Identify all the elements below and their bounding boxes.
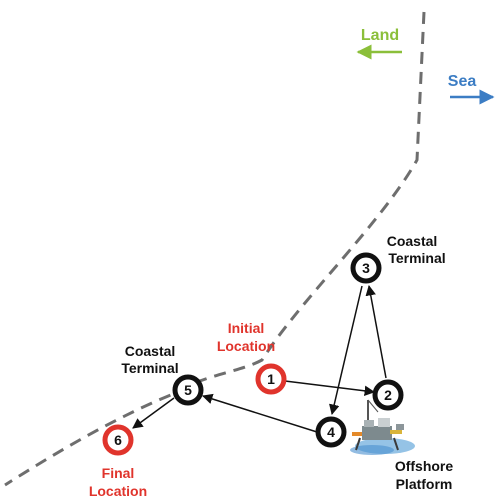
node-6-number: 6 bbox=[114, 432, 122, 448]
land-label: Land bbox=[361, 27, 399, 44]
final-location-label: Final Location bbox=[89, 465, 147, 499]
land-indicator: Land bbox=[356, 27, 402, 60]
node-2-number: 2 bbox=[384, 387, 392, 403]
edge-2-3 bbox=[365, 284, 387, 379]
edge-4-5 bbox=[201, 393, 318, 433]
node-1-number: 1 bbox=[267, 371, 275, 387]
initial-location-line2: Location bbox=[217, 338, 275, 354]
edge-3-4 bbox=[329, 285, 363, 416]
sea-indicator: Sea bbox=[448, 73, 495, 105]
final-location-line1: Final bbox=[102, 465, 135, 481]
edge-1-2 bbox=[284, 380, 376, 397]
node-3-number: 3 bbox=[362, 260, 370, 276]
edge-5-6 bbox=[132, 397, 175, 429]
node-6: 6 bbox=[102, 424, 134, 456]
node-3: 3 bbox=[350, 252, 382, 284]
route-edges bbox=[132, 284, 387, 433]
final-location-line2: Location bbox=[89, 483, 147, 499]
initial-location-line1: Initial bbox=[228, 320, 265, 336]
coastline bbox=[4, 11, 426, 487]
coastal-terminal-left-line1: Coastal bbox=[125, 343, 176, 359]
sea-label: Sea bbox=[448, 73, 477, 90]
node-4: 4 bbox=[315, 416, 347, 448]
offshore-platform-icon bbox=[350, 399, 415, 455]
offshore-platform-label: Offshore Platform bbox=[395, 458, 454, 492]
node-5: 5 bbox=[172, 374, 204, 406]
coastal-terminal-left-line2: Terminal bbox=[121, 360, 178, 376]
coastal-terminal-top-line2: Terminal bbox=[388, 250, 445, 266]
node-4-number: 4 bbox=[327, 424, 335, 440]
offshore-platform-line1: Offshore bbox=[395, 458, 454, 474]
coastal-terminal-top-label: Coastal Terminal bbox=[387, 233, 446, 266]
node-1: 1 bbox=[255, 363, 287, 395]
initial-location-label: Initial Location bbox=[217, 320, 275, 354]
offshore-platform-line2: Platform bbox=[396, 476, 453, 492]
node-2: 2 bbox=[372, 379, 404, 411]
coastal-terminal-left-label: Coastal Terminal bbox=[121, 343, 178, 376]
coastal-terminal-top-line1: Coastal bbox=[387, 233, 438, 249]
node-5-number: 5 bbox=[184, 382, 192, 398]
